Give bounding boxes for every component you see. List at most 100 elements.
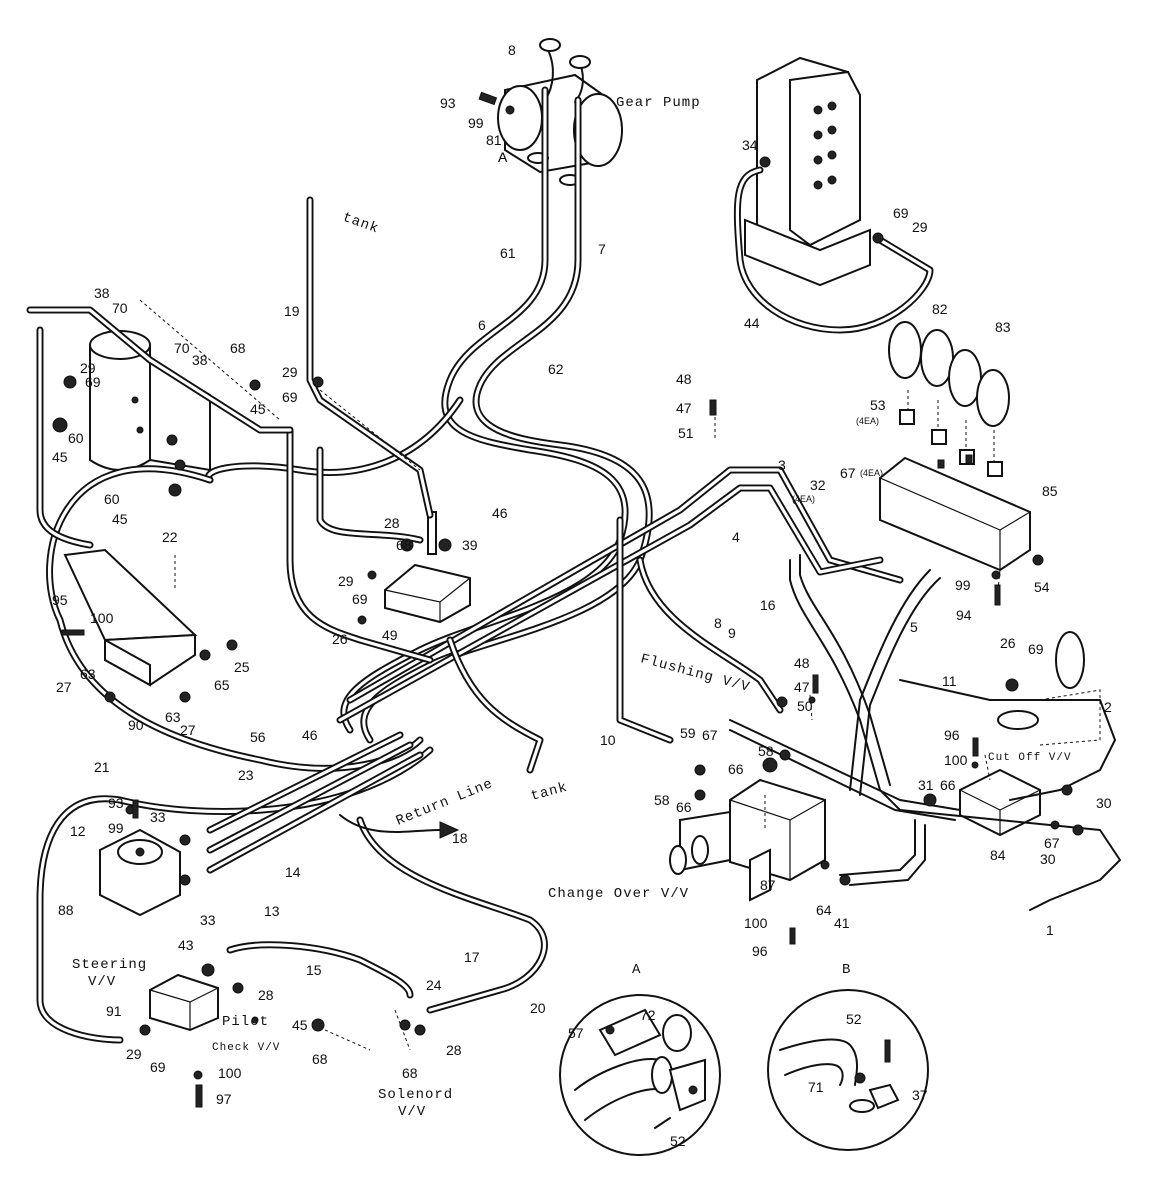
part-label: 85 — [1042, 483, 1058, 499]
part-label: 71 — [808, 1079, 824, 1095]
part-label: 94 — [956, 607, 972, 623]
part-label: 63 — [165, 709, 181, 725]
part-label: 45 — [52, 449, 68, 465]
part-label: 47 — [676, 400, 692, 416]
part-label: 29 — [126, 1046, 142, 1062]
part-label: 60 — [68, 430, 84, 446]
part-label: 50 — [797, 698, 813, 714]
part-label: 99 — [955, 577, 971, 593]
part-label: 9 — [728, 625, 736, 641]
part-label: 28 — [258, 987, 274, 1003]
part-label: 69 — [282, 389, 298, 405]
part-label: 90 — [128, 717, 144, 733]
part-label: 57 — [568, 1025, 584, 1041]
main-control-valve — [744, 56, 871, 287]
title-pilot: Pilot — [222, 1014, 269, 1030]
part-label: 61 — [500, 245, 516, 261]
part-label: 68 — [402, 1065, 418, 1081]
accumulator-manifold — [879, 456, 1031, 572]
part-label: 93 — [440, 95, 456, 111]
part-label: 10 — [600, 732, 616, 748]
part-label: 45 — [292, 1017, 308, 1033]
part-label: 69 — [352, 591, 368, 607]
part-label: 33 — [150, 809, 166, 825]
part-label: 96 — [752, 943, 768, 959]
detail-a — [559, 994, 721, 1156]
part-numbers: 8 93 99 81 A 61 7 34 69 29 44 82 83 19 2… — [52, 42, 1112, 1149]
part-label: 45 — [250, 401, 266, 417]
part-label: 53 — [870, 397, 886, 413]
part-label: 83 — [995, 319, 1011, 335]
part-label: 67 — [1044, 835, 1060, 851]
part-label: 8 — [508, 42, 516, 58]
part-label: 46 — [492, 505, 508, 521]
part-label: 95 — [52, 592, 68, 608]
part-label: 28 — [446, 1042, 462, 1058]
part-label: 70 — [112, 300, 128, 316]
part-label: 39 — [462, 537, 478, 553]
accumulators — [888, 321, 1010, 477]
part-label: 63 — [80, 666, 96, 682]
part-label: 66 — [940, 777, 956, 793]
part-label: 31 — [918, 777, 934, 793]
part-label: 14 — [285, 864, 301, 880]
part-label: 17 — [464, 949, 480, 965]
part-label: 15 — [306, 962, 322, 978]
part-label: 34 — [742, 137, 758, 153]
part-label: 47 — [794, 679, 810, 695]
part-label: 58 — [654, 792, 670, 808]
part-label: 65 — [214, 677, 230, 693]
part-label: 52 — [846, 1011, 862, 1027]
title-cut-off: Cut Off V/V — [988, 752, 1072, 764]
title-solenoid: Solenord — [378, 1087, 453, 1103]
part-label: 99 — [108, 820, 124, 836]
part-label: 7 — [598, 241, 606, 257]
part-label: 64 — [816, 902, 832, 918]
part-label: 24 — [426, 977, 442, 993]
part-label: 52 — [670, 1133, 686, 1149]
part-label: 5 — [910, 619, 918, 635]
part-label: 4 — [732, 529, 740, 545]
part-label: 82 — [932, 301, 948, 317]
part-label: 29 — [338, 573, 354, 589]
part-label: 91 — [106, 1003, 122, 1019]
part-label: 2 — [1104, 699, 1112, 715]
change-over-valve — [669, 778, 826, 902]
detail-b — [767, 989, 929, 1151]
title-gear-pump: Gear Pump — [616, 95, 701, 111]
part-label: 48 — [676, 371, 692, 387]
part-label: 12 — [70, 823, 86, 839]
part-label: 37 — [912, 1087, 928, 1103]
part-label: 66 — [676, 799, 692, 815]
part-label: A — [498, 149, 508, 165]
part-label: 84 — [990, 847, 1006, 863]
part-label: 32 — [810, 477, 826, 493]
part-label: 100 — [90, 610, 114, 626]
part-label: 69 — [150, 1059, 166, 1075]
part-label: 27 — [56, 679, 72, 695]
part-label: 59 — [680, 725, 696, 741]
part-label: 26 — [1000, 635, 1016, 651]
gear-pump — [497, 38, 623, 186]
part-label: 51 — [678, 425, 694, 441]
part-label: 67 — [840, 465, 856, 481]
part-label: 3 — [778, 457, 786, 473]
part-label: 23 — [238, 767, 254, 783]
pilot-check-valve — [149, 973, 219, 1032]
title-steering: Steering — [72, 957, 147, 973]
part-label: 62 — [548, 361, 564, 377]
part-label: 13 — [264, 903, 280, 919]
part-label: 56 — [250, 729, 266, 745]
return-line-arrow — [339, 814, 460, 839]
part-label: 38 — [192, 352, 208, 368]
part-label: 69 — [85, 374, 101, 390]
brake-valve — [63, 548, 198, 687]
part-label: 44 — [744, 315, 760, 331]
part-label: 99 — [468, 115, 484, 131]
relief-valve-block — [384, 511, 471, 624]
part-label: 38 — [94, 285, 110, 301]
bolts — [61, 91, 1001, 1108]
fittings — [52, 105, 1084, 1080]
part-label: 100 — [744, 915, 768, 931]
